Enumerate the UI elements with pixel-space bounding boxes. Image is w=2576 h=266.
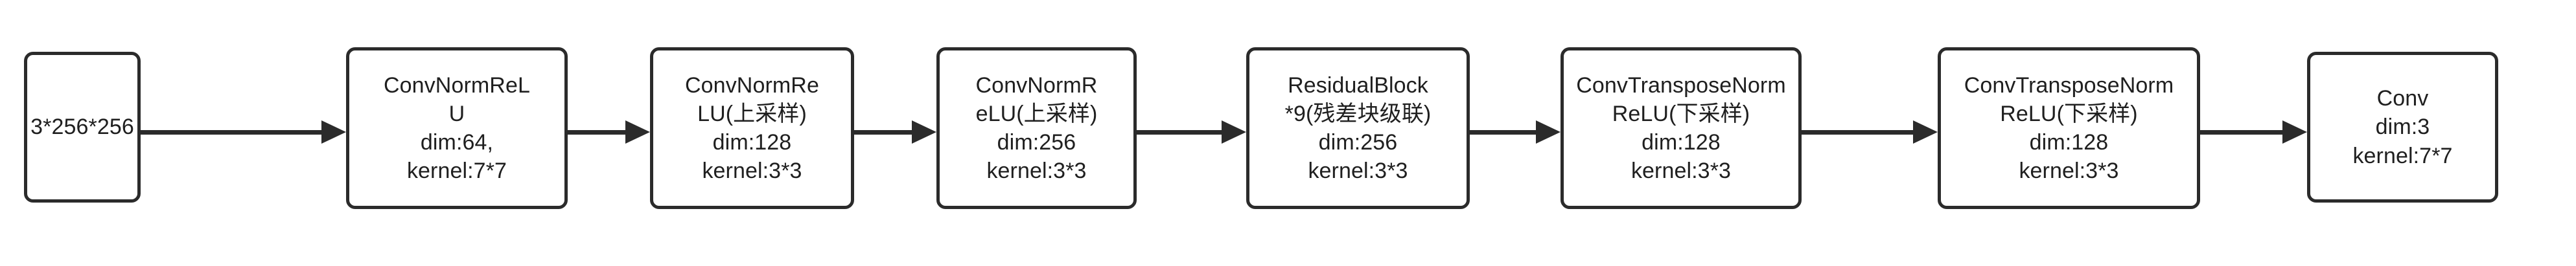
node-label-line: kernel:3*3 (2019, 159, 2119, 184)
node-label-line: kernel:7*7 (406, 159, 507, 184)
arrow-shaft (568, 130, 627, 135)
node-label-line: LU(上采样) (697, 101, 807, 126)
node-label-line: ReLU(下采样) (1612, 101, 1750, 126)
arrow-head-icon (625, 120, 650, 144)
node-label-line: kernel:3*3 (1630, 159, 1732, 184)
arrow-head-icon (321, 120, 346, 144)
node-label-line: kernel:3*3 (1308, 159, 1408, 184)
arrow-head-icon (1222, 120, 1246, 144)
node-label-line: ConvNormReL (384, 72, 530, 98)
node-conv-norm-relu-up-256[interactable]: ConvNormR eLU(上采样) dim:256 kernel:3*3 (936, 47, 1137, 209)
node-label-line: ResidualBlock (1288, 72, 1428, 98)
node-label-line: dim:3 (2375, 115, 2430, 140)
node-label-line: dim:128 (1642, 130, 1721, 155)
arrow-head-icon (1536, 120, 1561, 144)
arrow-shaft (141, 130, 323, 135)
node-label-line: dim:128 (712, 130, 792, 155)
node-label-line: dim:256 (997, 130, 1076, 155)
node-label-line: ReLU(下采样) (2000, 101, 2138, 126)
node-label-line: kernel:3*3 (986, 159, 1087, 184)
arrow-head-icon (912, 120, 936, 144)
node-label-line: kernel:3*3 (702, 159, 802, 184)
node-label-line: kernel:7*7 (2352, 143, 2453, 168)
node-label-line: *9(残差块级联) (1284, 101, 1432, 126)
arrow-shaft (1802, 130, 1914, 135)
arrow-shaft (1470, 130, 1537, 135)
node-label-line: ConvNormRe (685, 72, 819, 98)
node-label-line: 3*256*256 (30, 115, 134, 140)
node-residual-block-9[interactable]: ResidualBlock *9(残差块级联) dim:256 kernel:3*3 (1246, 47, 1470, 209)
node-label-line: ConvTransposeNorm (1576, 72, 1786, 98)
node-label-line: ConvTransposeNorm (1964, 72, 2174, 98)
arrow-head-icon (1913, 120, 1938, 144)
arrow-shaft (854, 130, 913, 135)
node-label-line: Conv (2376, 86, 2429, 111)
node-conv-out[interactable]: Conv dim:3 kernel:7*7 (2307, 52, 2498, 203)
arrow-shaft (2200, 130, 2284, 135)
arrow-shaft (1137, 130, 1223, 135)
node-label-line: dim:64, (420, 130, 494, 155)
node-label-line: eLU(上采样) (975, 101, 1098, 126)
node-label-line: U (448, 101, 465, 126)
node-input[interactable]: 3*256*256 (24, 52, 141, 203)
node-label-line: dim:128 (2029, 130, 2109, 155)
node-label-line: dim:256 (1318, 130, 1398, 155)
arrow-head-icon (2282, 120, 2307, 144)
node-label-line: ConvNormR (975, 72, 1098, 98)
